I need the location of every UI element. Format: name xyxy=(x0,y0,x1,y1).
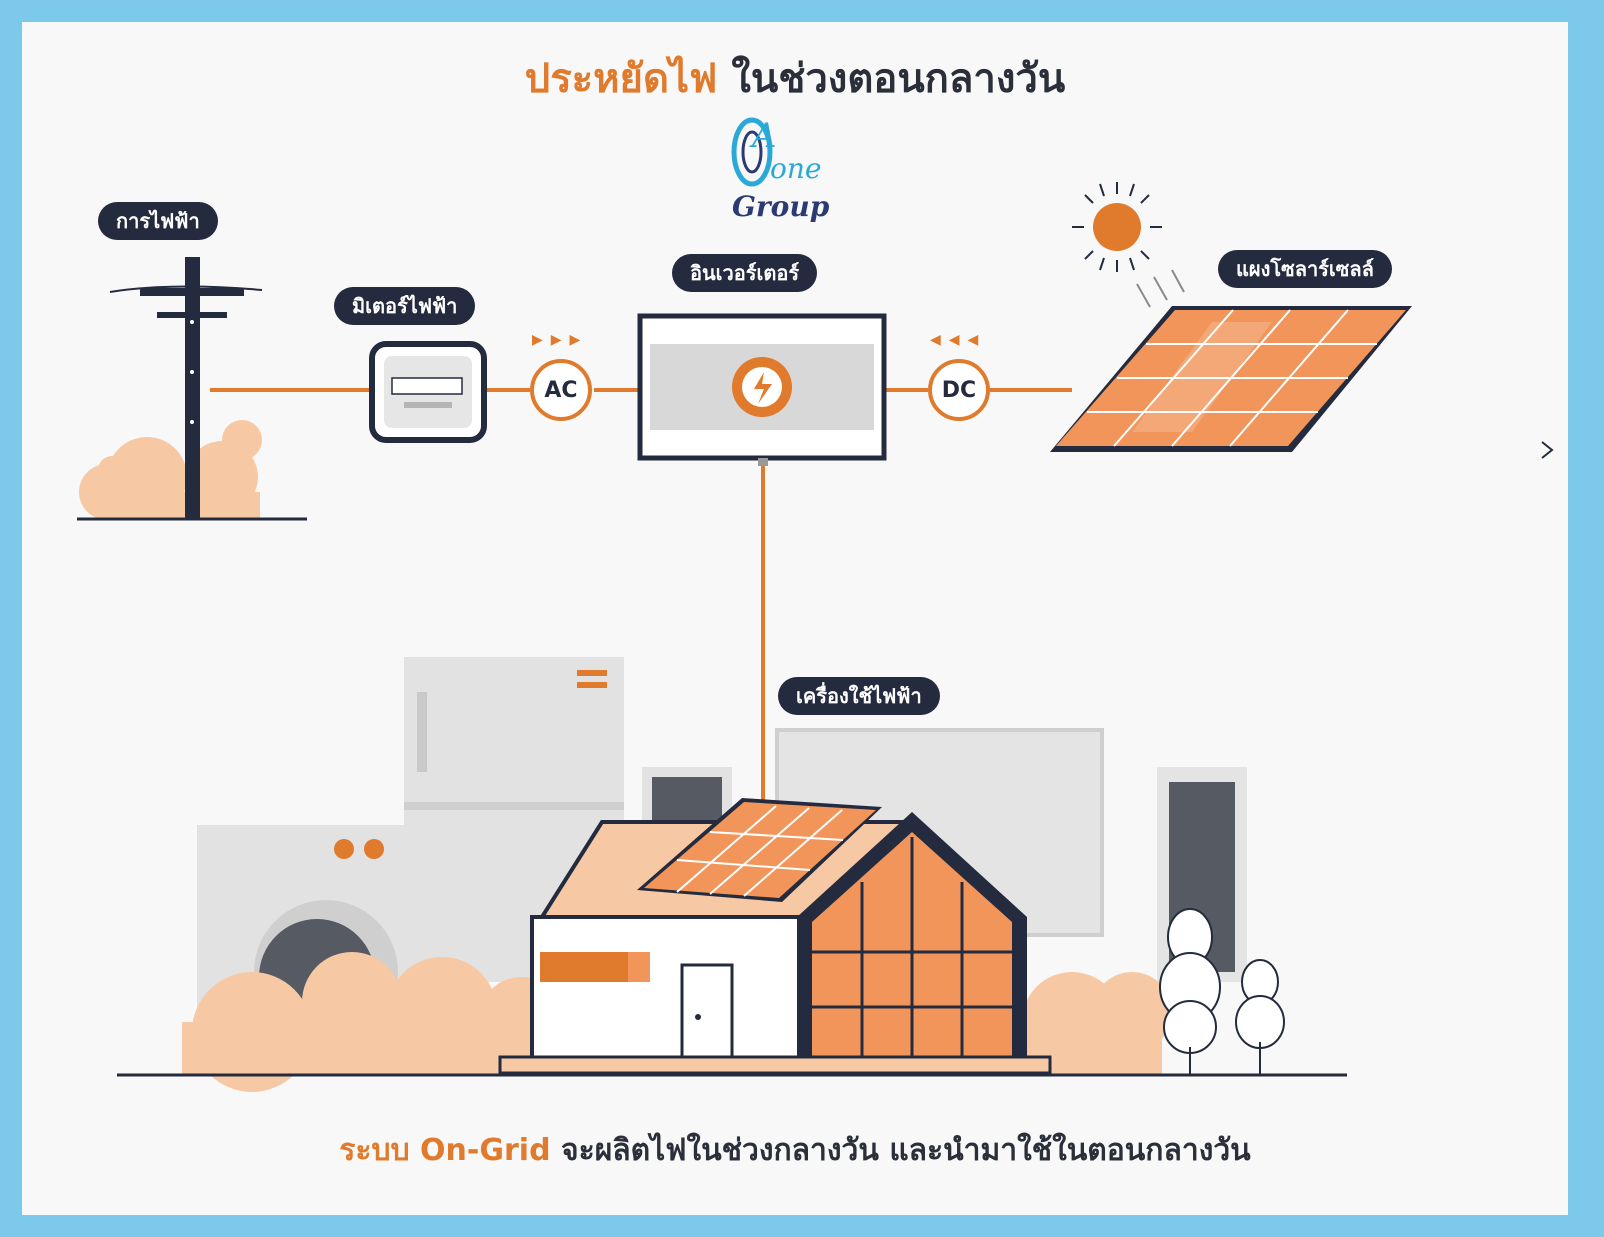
inverter-icon xyxy=(637,313,887,466)
solar-panel-icon xyxy=(1050,306,1412,452)
logo-letter: A xyxy=(752,116,777,156)
company-logo: A one Group xyxy=(712,112,852,232)
title-rest: ในช่วงตอนกลางวัน xyxy=(731,56,1066,102)
logo-swirl-icon xyxy=(731,117,773,187)
ac-badge: AC xyxy=(530,359,592,421)
house-icon xyxy=(498,798,1052,1075)
sun-icon xyxy=(1072,182,1185,308)
label-solar-panel: แผงโซลาร์เซลล์ xyxy=(1218,250,1392,288)
label-meter: มิเตอร์ไฟฟ้า xyxy=(334,287,476,325)
arrows-left-icon: ◀◀◀ xyxy=(930,332,987,348)
label-grid: การไฟฟ้า xyxy=(98,202,218,240)
label-inverter: อินเวอร์เตอร์ xyxy=(672,254,818,292)
utility-pole-icon xyxy=(77,257,307,521)
illustration xyxy=(77,182,1554,1092)
logo-word-group: Group xyxy=(732,190,830,223)
trees xyxy=(1159,908,1285,1074)
page-title: ประหยัดไฟ ในช่วงตอนกลางวัน xyxy=(22,46,1568,110)
edge-arrow-icon xyxy=(1541,441,1554,459)
arrows-right-icon: ▶▶▶ xyxy=(532,332,589,348)
diagram-canvas: ประหยัดไฟ ในช่วงตอนกลางวัน A one Group ก… xyxy=(22,22,1568,1215)
appliances-group xyxy=(197,657,1247,1044)
caption: ระบบ On-Grid จะผลิตไฟในช่วงกลางวัน และนำ… xyxy=(22,1127,1568,1174)
electric-meter-icon xyxy=(369,341,487,443)
dc-badge: DC xyxy=(928,359,990,421)
caption-rest: จะผลิตไฟในช่วงกลางวัน และนำมาใช้ในตอนกลา… xyxy=(561,1133,1251,1168)
title-highlight: ประหยัดไฟ xyxy=(524,56,718,102)
label-appliances: เครื่องใช้ไฟฟ้า xyxy=(778,677,940,715)
caption-highlight: ระบบ On-Grid xyxy=(339,1133,551,1168)
logo-word-one: one xyxy=(770,152,822,185)
power-lines xyxy=(210,388,1072,802)
